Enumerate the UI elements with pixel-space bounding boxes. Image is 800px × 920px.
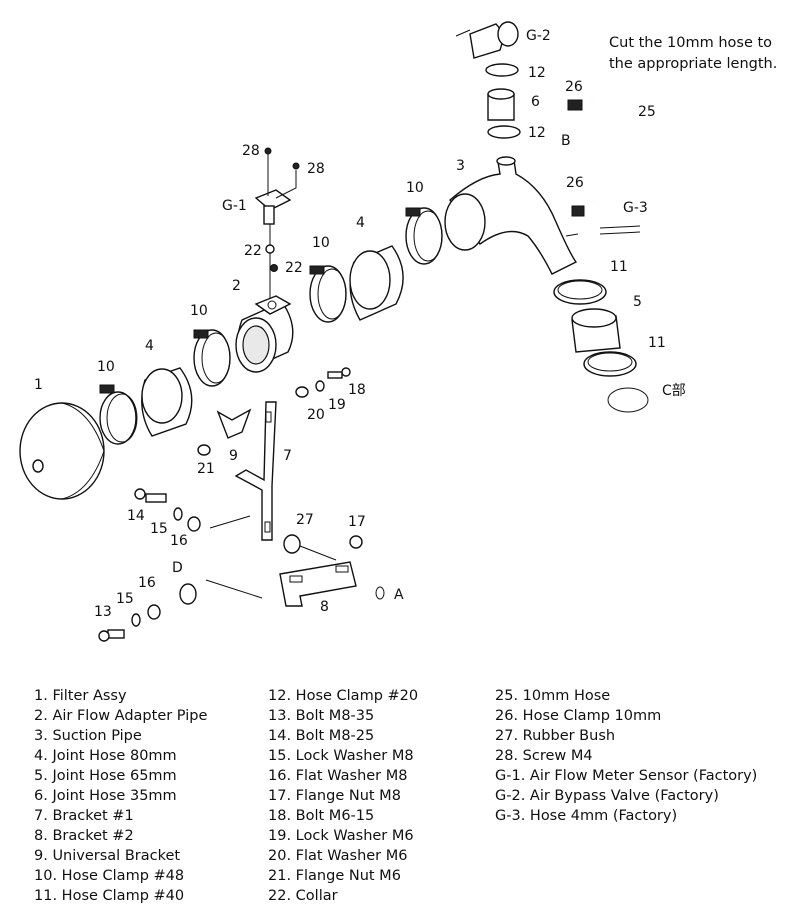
callout-12a: 12 [528, 65, 546, 81]
legend-item: 19. Lock Washer M6 [268, 828, 414, 844]
callout-g2: G-2 [526, 28, 551, 44]
hose-clamp-48-b [193, 329, 231, 387]
callout-15b: 15 [116, 591, 134, 607]
callout-25: 25 [638, 104, 656, 120]
callout-11b: 11 [648, 335, 666, 351]
callout-d: D [172, 560, 183, 576]
callout-14: 14 [127, 508, 145, 524]
joint-hose-80mm [141, 367, 193, 437]
bracket-2 [279, 561, 385, 607]
air-flow-meter-sensor [254, 147, 300, 298]
legend-item: 15. Lock Washer M8 [268, 748, 414, 764]
cut-hose-note: Cut the 10mm hose to the appropriate len… [609, 35, 778, 72]
parts-legend-col2: 12. Hose Clamp #20 13. Bolt M8-35 14. Bo… [268, 686, 418, 906]
callout-28a: 28 [242, 143, 260, 159]
hose-clamp-48-c [309, 265, 347, 323]
joint-hose-65mm-set [553, 279, 649, 413]
legend-item: G-2. Air Bypass Valve (Factory) [495, 788, 719, 804]
legend-item: 12. Hose Clamp #20 [268, 688, 419, 704]
legend-item: 26. Hose Clamp 10mm [495, 708, 662, 724]
callout-16a: 16 [170, 533, 188, 549]
callout-2: 2 [232, 278, 241, 294]
air-flow-adapter-pipe [235, 295, 294, 373]
callout-16b: 16 [138, 575, 156, 591]
callout-28b: 28 [307, 161, 325, 177]
bolt-m6 [295, 367, 351, 398]
callout-a: A [394, 587, 404, 603]
callout-10b: 10 [190, 303, 208, 319]
callout-g3: G-3 [623, 200, 648, 216]
callout-22b: 22 [285, 260, 303, 276]
legend-item: 21. Flange Nut M6 [268, 868, 401, 884]
callout-1: 1 [34, 377, 43, 393]
parts-legend-col1: 1. Filter Assy 2. Air Flow Adapter Pipe … [34, 686, 207, 906]
callout-g1: G-1 [222, 198, 247, 214]
callout-20: 20 [307, 407, 325, 423]
callout-6: 6 [531, 94, 540, 110]
legend-item: G-1. Air Flow Meter Sensor (Factory) [495, 768, 758, 784]
parts-legend-col3: 25. 10mm Hose 26. Hose Clamp 10mm 27. Ru… [495, 686, 757, 826]
callout-15a: 15 [150, 521, 168, 537]
hose-10mm [567, 89, 641, 235]
hose-clamp-48-d [405, 207, 443, 265]
callout-5: 5 [633, 294, 642, 310]
legend-item: 16. Flat Washer M8 [268, 768, 408, 784]
legend-item: 25. 10mm Hose [495, 688, 611, 704]
hose-clamp-48 [99, 384, 138, 445]
parts-diagram: 1 2 3 4 4 5 6 7 8 9 10 10 10 10 11 11 12… [19, 21, 686, 642]
callout-11a: 11 [610, 259, 628, 275]
callout-10d: 10 [406, 180, 424, 196]
legend-item: G-3. Hose 4mm (Factory) [495, 808, 678, 824]
legend-item: 8. Bracket #2 [34, 828, 134, 844]
legend-item: 4. Joint Hose 80mm [34, 748, 177, 764]
callout-26b: 26 [566, 175, 584, 191]
callout-26a: 26 [565, 79, 583, 95]
filter-assy [19, 402, 105, 500]
callout-3: 3 [456, 158, 465, 174]
callout-7: 7 [283, 448, 292, 464]
legend-item: 3. Suction Pipe [34, 728, 142, 744]
joint-hose-80mm-b [349, 245, 404, 321]
universal-bracket [197, 408, 252, 456]
legend-item: 6. Joint Hose 35mm [34, 788, 177, 804]
callout-21: 21 [197, 461, 215, 477]
callout-c-part: C部 [662, 383, 686, 399]
callout-12b: 12 [528, 125, 546, 141]
legend-item: 11. Hose Clamp #40 [34, 888, 185, 904]
legend-item: 17. Flange Nut M8 [268, 788, 401, 804]
callout-17: 17 [348, 514, 366, 530]
callout-10a: 10 [97, 359, 115, 375]
callout-8: 8 [320, 599, 329, 615]
legend-item: 13. Bolt M8-35 [268, 708, 375, 724]
legend-item: 2. Air Flow Adapter Pipe [34, 708, 208, 724]
legend-item: 18. Bolt M6-15 [268, 808, 375, 824]
air-bypass-valve [455, 21, 521, 139]
legend-item: 10. Hose Clamp #48 [34, 868, 185, 884]
legend-item: 1. Filter Assy [34, 688, 127, 704]
legend-item: 9. Universal Bracket [34, 848, 181, 864]
callout-27: 27 [296, 512, 314, 528]
legend-item: 27. Rubber Bush [495, 728, 616, 744]
callout-4b: 4 [356, 215, 365, 231]
callout-4a: 4 [145, 338, 154, 354]
callout-13: 13 [94, 604, 112, 620]
legend-item: 20. Flat Washer M6 [268, 848, 408, 864]
callout-10c: 10 [312, 235, 330, 251]
rubber-bush [283, 534, 363, 561]
callout-b: B [561, 133, 571, 149]
legend-item: 5. Joint Hose 65mm [34, 768, 177, 784]
bracket-1 [234, 401, 277, 541]
callout-22a: 22 [244, 243, 262, 259]
callout-19: 19 [328, 397, 346, 413]
suction-pipe [444, 156, 579, 275]
callout-18: 18 [348, 382, 366, 398]
bolt-m8-35 [98, 579, 263, 642]
callout-9: 9 [229, 448, 238, 464]
bolt-m8-25 [134, 488, 251, 532]
legend-item: 22. Collar [268, 888, 338, 904]
legend-item: 7. Bracket #1 [34, 808, 134, 824]
legend-item: 14. Bolt M8-25 [268, 728, 375, 744]
legend-item: 28. Screw M4 [495, 748, 593, 764]
